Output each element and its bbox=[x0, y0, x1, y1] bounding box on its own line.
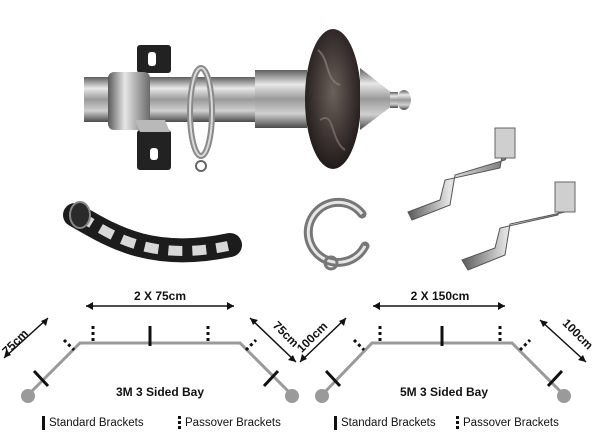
diagram-3m-bay bbox=[3, 302, 299, 403]
right-side-label-5m: 100cm bbox=[560, 316, 596, 352]
legend-passover-5m: Passover Brackets bbox=[456, 416, 559, 429]
legend-passover-3m: Passover Brackets bbox=[178, 416, 281, 429]
pole-end-cap bbox=[255, 70, 307, 128]
center-span-label-3m: 2 X 75cm bbox=[134, 289, 186, 303]
finial-cone bbox=[360, 68, 392, 130]
dotted-bar-icon bbox=[178, 416, 181, 429]
solid-bar-icon bbox=[42, 416, 45, 430]
diagram-5m-bay bbox=[299, 302, 587, 403]
open-ring-image bbox=[303, 197, 370, 271]
title-5m: 5M 3 Sided Bay bbox=[400, 385, 488, 399]
legend-label: Passover Brackets bbox=[185, 416, 281, 429]
solid-bar-icon bbox=[334, 416, 337, 430]
legend-standard-5m: Standard Brackets bbox=[334, 416, 436, 430]
legend-label: Standard Brackets bbox=[49, 417, 144, 429]
bendable-joint-image bbox=[63, 201, 242, 263]
pole-assembly-image bbox=[84, 29, 411, 172]
legend-label: Passover Brackets bbox=[463, 416, 559, 429]
bay-shape-3m bbox=[26, 341, 294, 397]
passover-brackets-image bbox=[407, 127, 576, 271]
legend-standard-3m: Standard Brackets bbox=[42, 416, 144, 430]
title-3m: 3M 3 Sided Bay bbox=[116, 385, 204, 399]
center-span-label-5m: 2 X 150cm bbox=[411, 289, 470, 303]
bracket-arm bbox=[108, 72, 150, 130]
dotted-bar-icon bbox=[456, 416, 459, 429]
left-side-label-3m: 75cm bbox=[0, 326, 31, 358]
finial-stone bbox=[305, 29, 361, 169]
legend-label: Standard Brackets bbox=[341, 417, 436, 429]
